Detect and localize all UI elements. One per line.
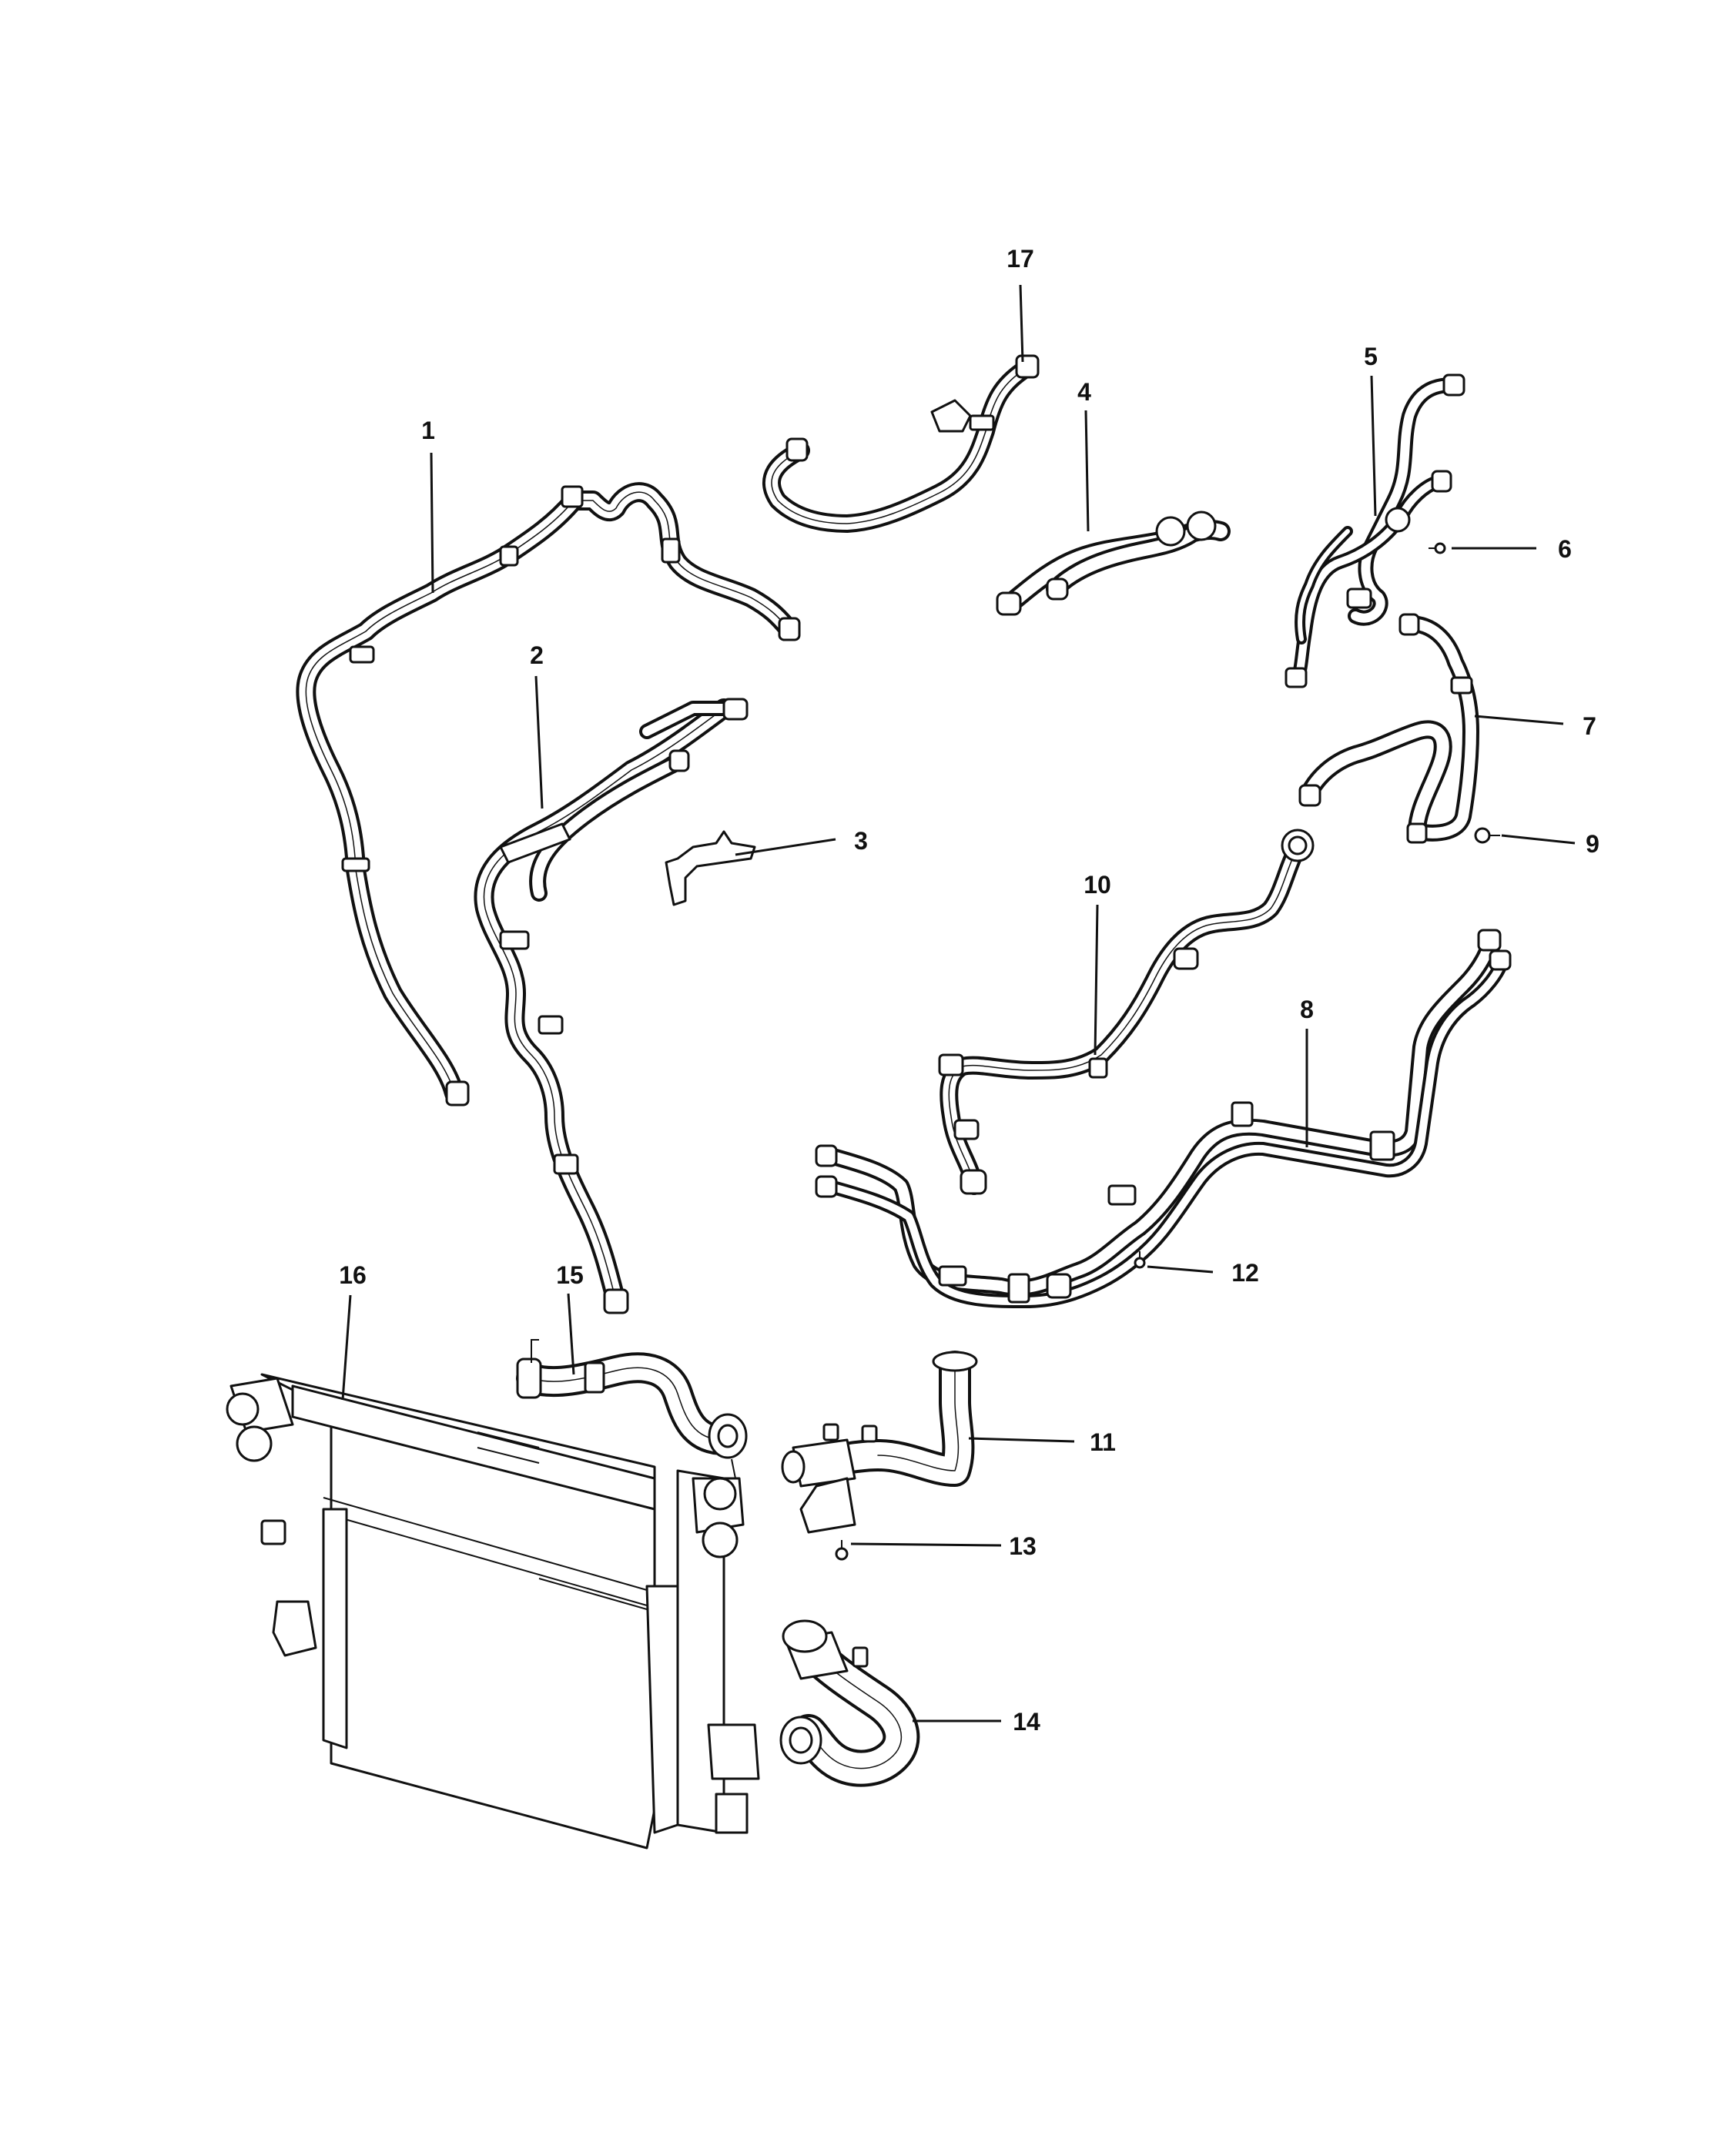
part-10-hose <box>938 829 1315 1195</box>
part-5-tube <box>1285 373 1465 688</box>
fasteners <box>835 542 1500 1561</box>
leader-15 <box>567 1293 575 1375</box>
part-17-hose <box>762 354 1040 533</box>
part-16-radiator <box>226 1373 760 1850</box>
part-14-hose <box>779 1619 920 1787</box>
leader-12 <box>1147 1265 1214 1274</box>
leader-1 <box>430 452 434 594</box>
callout-6: 6 <box>1558 535 1572 563</box>
leader-4 <box>1084 410 1090 532</box>
leader-11 <box>968 1437 1075 1443</box>
part-6-fastener <box>1429 542 1446 554</box>
part-12-fastener <box>1134 1251 1146 1269</box>
leader-13 <box>850 1542 1002 1547</box>
part-9-fastener <box>1474 827 1500 844</box>
part-11-hose <box>781 1351 978 1534</box>
leader-16 <box>341 1294 352 1401</box>
part-8-tube <box>815 929 1512 1308</box>
callout-1: 1 <box>421 417 435 444</box>
callout-13: 13 <box>1009 1532 1037 1560</box>
callout-8: 8 <box>1300 996 1314 1023</box>
part-4-y-hose <box>996 511 1231 616</box>
leader-2 <box>534 675 544 809</box>
leader-9 <box>1501 834 1576 845</box>
part-7-hose <box>1298 613 1479 844</box>
hose-lines <box>226 354 1512 1850</box>
callout-9: 9 <box>1586 830 1599 858</box>
leader-10 <box>1094 904 1099 1056</box>
part-3-bracket <box>665 830 756 906</box>
callout-2: 2 <box>530 641 544 669</box>
leader-lines <box>341 284 1576 1722</box>
callout-10: 10 <box>1084 871 1111 899</box>
callout-16: 16 <box>339 1261 367 1289</box>
callout-12: 12 <box>1231 1259 1259 1287</box>
part-13-fastener <box>835 1540 849 1561</box>
leader-3 <box>735 838 836 856</box>
callout-15: 15 <box>556 1261 584 1289</box>
part-1-heater-hose <box>296 482 801 1106</box>
leader-17 <box>1019 284 1024 363</box>
callout-7: 7 <box>1583 712 1596 740</box>
leader-7 <box>1474 715 1564 725</box>
part-15-hose <box>516 1339 748 1479</box>
callout-14: 14 <box>1013 1708 1040 1736</box>
leader-5 <box>1370 375 1377 517</box>
callout-5: 5 <box>1364 343 1378 370</box>
callout-17: 17 <box>1007 245 1034 273</box>
callout-3: 3 <box>854 827 868 855</box>
part-2-hose <box>474 698 749 1314</box>
callout-labels: 1 2 3 4 5 6 7 8 9 10 11 12 13 14 15 16 1… <box>339 245 1599 1736</box>
callout-11: 11 <box>1090 1428 1116 1456</box>
callout-4: 4 <box>1077 378 1091 406</box>
